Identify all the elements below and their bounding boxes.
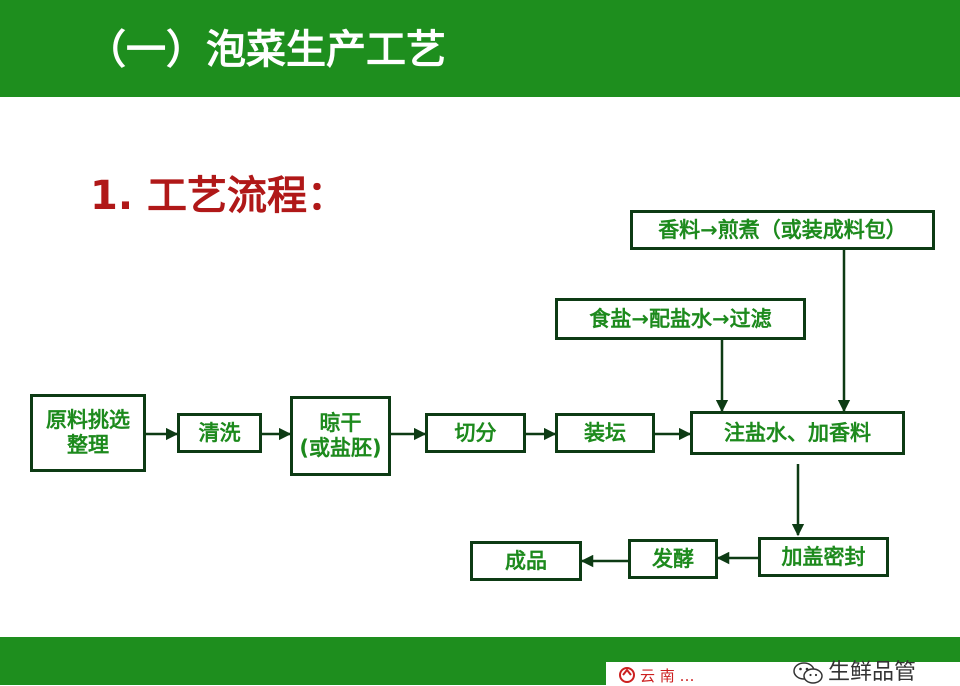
step-jar: 装坛: [555, 413, 655, 453]
step-dry-line2: (或盐胚): [299, 436, 382, 460]
footer-logo-panel: [606, 662, 960, 685]
step-spice-boil: 香料→煎煮（或装成料包）: [630, 210, 935, 250]
company-logo-text: 云 南 …: [640, 668, 695, 685]
company-logo-icon: [619, 667, 635, 683]
step-seal: 加盖密封: [758, 537, 889, 577]
slide-title: （一）泡菜生产工艺: [86, 27, 446, 73]
watermark-text: 生鲜品管: [828, 660, 917, 685]
step-product: 成品: [470, 541, 582, 581]
step-ferment: 发酵: [628, 539, 718, 579]
step-wash: 清洗: [177, 413, 262, 453]
step-raw-line2: 整理: [67, 433, 109, 457]
step-raw-material: 原料挑选 整理: [30, 394, 146, 472]
header-bar: [0, 0, 960, 97]
step-salt-brine: 食盐→配盐水→过滤: [555, 298, 806, 340]
step-cut: 切分: [425, 413, 526, 453]
step-dry: 晾干 (或盐胚): [290, 396, 391, 476]
step-dry-line1: 晾干: [319, 411, 362, 435]
step-raw-line1: 原料挑选: [46, 408, 130, 432]
step-inject-brine: 注盐水、加香料: [690, 411, 905, 455]
wechat-icon: [793, 662, 823, 684]
section-title: 1. 工艺流程：: [90, 173, 347, 219]
